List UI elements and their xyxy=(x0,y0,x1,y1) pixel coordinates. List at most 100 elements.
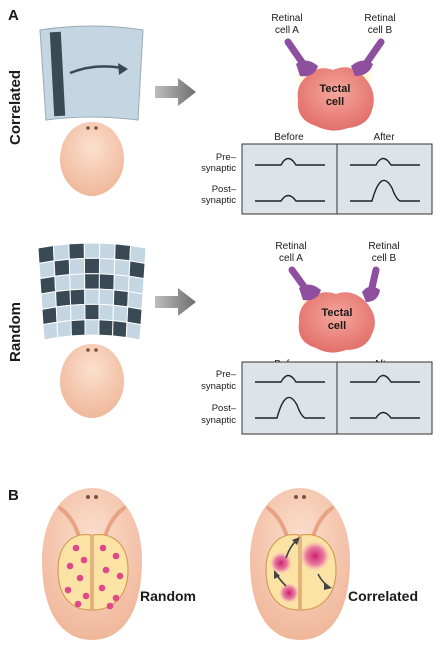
tadpole-head-correlated xyxy=(60,122,124,196)
post-label-top-random: Post– xyxy=(212,403,237,414)
activity-wave-top xyxy=(300,541,330,571)
nostril-left xyxy=(294,495,298,499)
trace-box-after-correlated xyxy=(336,143,433,215)
activity-wave-left xyxy=(270,552,292,574)
checker-square xyxy=(84,273,100,290)
checker-square xyxy=(98,257,116,276)
checker-square xyxy=(42,321,59,341)
wave-arrow-3-head xyxy=(324,582,332,590)
checker-square xyxy=(127,290,144,310)
checker-square xyxy=(127,275,145,295)
wave-arrow-1-head xyxy=(292,537,300,545)
checker-square xyxy=(69,288,86,306)
checker-square xyxy=(84,303,100,321)
checker-square xyxy=(41,306,58,326)
retinal-a-label-bottom: cell A xyxy=(275,25,299,36)
pre-trace-after-correlated xyxy=(350,157,420,166)
retinal-a-label-bottom: cell A xyxy=(279,253,303,264)
activity-dot xyxy=(98,584,106,592)
checker-square xyxy=(113,258,131,277)
before-header-correlated: Before xyxy=(274,132,304,143)
activity-dot xyxy=(80,556,88,564)
retinal-terminal-b xyxy=(351,60,373,76)
checker-square xyxy=(40,290,57,310)
retinal-a-label-top: Retinal xyxy=(275,241,306,252)
wave-arrow-2-head xyxy=(274,570,280,579)
post-trace-before-random xyxy=(255,396,325,419)
correlated-row-label: Correlated xyxy=(7,70,24,145)
activity-dot xyxy=(74,600,82,608)
random-stimulus-screen xyxy=(37,242,147,341)
nostril-right xyxy=(302,495,306,499)
correlated-big-arrow xyxy=(155,78,196,106)
checker-square xyxy=(84,319,100,336)
tectal-label-bottom: cell xyxy=(328,320,346,332)
checker-square xyxy=(129,244,147,264)
post-label-bottom-correlated: synaptic xyxy=(201,195,236,206)
checker-square xyxy=(53,258,71,277)
retinal-a-label-top: Retinal xyxy=(271,13,302,24)
panel-b-letter: B xyxy=(8,487,19,504)
nostril-left xyxy=(86,495,90,499)
retinal-b-label-top: Retinal xyxy=(368,241,399,252)
post-trace-after-correlated xyxy=(350,179,420,202)
nostril-right xyxy=(94,126,98,130)
trace-box-before-correlated xyxy=(241,143,338,215)
motion-arrow xyxy=(69,65,123,75)
checker-square xyxy=(98,319,114,337)
checker-square xyxy=(55,289,72,308)
retinal-b-label-top: Retinal xyxy=(364,13,395,24)
checker-square xyxy=(38,260,56,280)
checker-square xyxy=(83,257,101,275)
checker-square xyxy=(113,274,130,293)
checker-square xyxy=(39,275,57,295)
checker-square xyxy=(69,273,86,291)
checker-square xyxy=(112,304,129,323)
activity-dot xyxy=(106,602,114,610)
checker-square xyxy=(55,304,72,323)
retinal-terminal-a xyxy=(299,284,321,301)
post-label-top-correlated: Post– xyxy=(212,184,237,195)
retinal-b-label-bottom: cell B xyxy=(368,25,393,36)
checker-square xyxy=(37,244,55,264)
pre-label-top-correlated: Pre– xyxy=(216,152,237,163)
checker-square xyxy=(98,273,115,291)
tadpole-head-random xyxy=(60,344,124,418)
pre-label-top-random: Pre– xyxy=(216,369,237,380)
tectal-label-top: Tectal xyxy=(320,83,351,95)
checker-square xyxy=(83,242,101,259)
checker-square xyxy=(70,303,86,322)
tectal-label-bottom: cell xyxy=(326,96,344,108)
pre-trace-before-random xyxy=(255,374,325,383)
after-header-correlated: After xyxy=(373,132,395,143)
checker-square xyxy=(98,288,115,306)
checker-square xyxy=(84,288,100,305)
moving-bar xyxy=(49,31,66,117)
nostril-right xyxy=(94,348,98,352)
tectal-cell-correlated xyxy=(297,67,374,131)
activity-dot xyxy=(116,572,124,580)
panel-a-letter: A xyxy=(8,7,19,24)
post-trace-after-random xyxy=(350,411,420,419)
pre-trace-after-random xyxy=(350,374,420,383)
tadpole-body-correlated xyxy=(250,488,350,640)
checker-square xyxy=(112,289,129,308)
checker-square xyxy=(128,260,146,280)
panel-b-random-label: Random xyxy=(140,588,196,604)
pre-label-bottom-correlated: synaptic xyxy=(201,163,236,174)
post-label-bottom-random: synaptic xyxy=(201,415,236,426)
checker-square xyxy=(52,243,70,262)
nostril-left xyxy=(86,126,90,130)
activity-wave-bottom xyxy=(279,583,299,603)
activity-dot xyxy=(112,594,120,602)
checker-square xyxy=(114,243,132,262)
retinal-b-label-bottom: cell B xyxy=(372,253,397,264)
pre-label-bottom-random: synaptic xyxy=(201,381,236,392)
pre-trace-before-correlated xyxy=(255,157,325,166)
checker-square xyxy=(68,242,85,260)
activity-dot xyxy=(72,544,80,552)
random-row-label: Random xyxy=(7,302,24,362)
trace-box-after-random xyxy=(336,361,433,435)
activity-dot xyxy=(64,586,72,594)
